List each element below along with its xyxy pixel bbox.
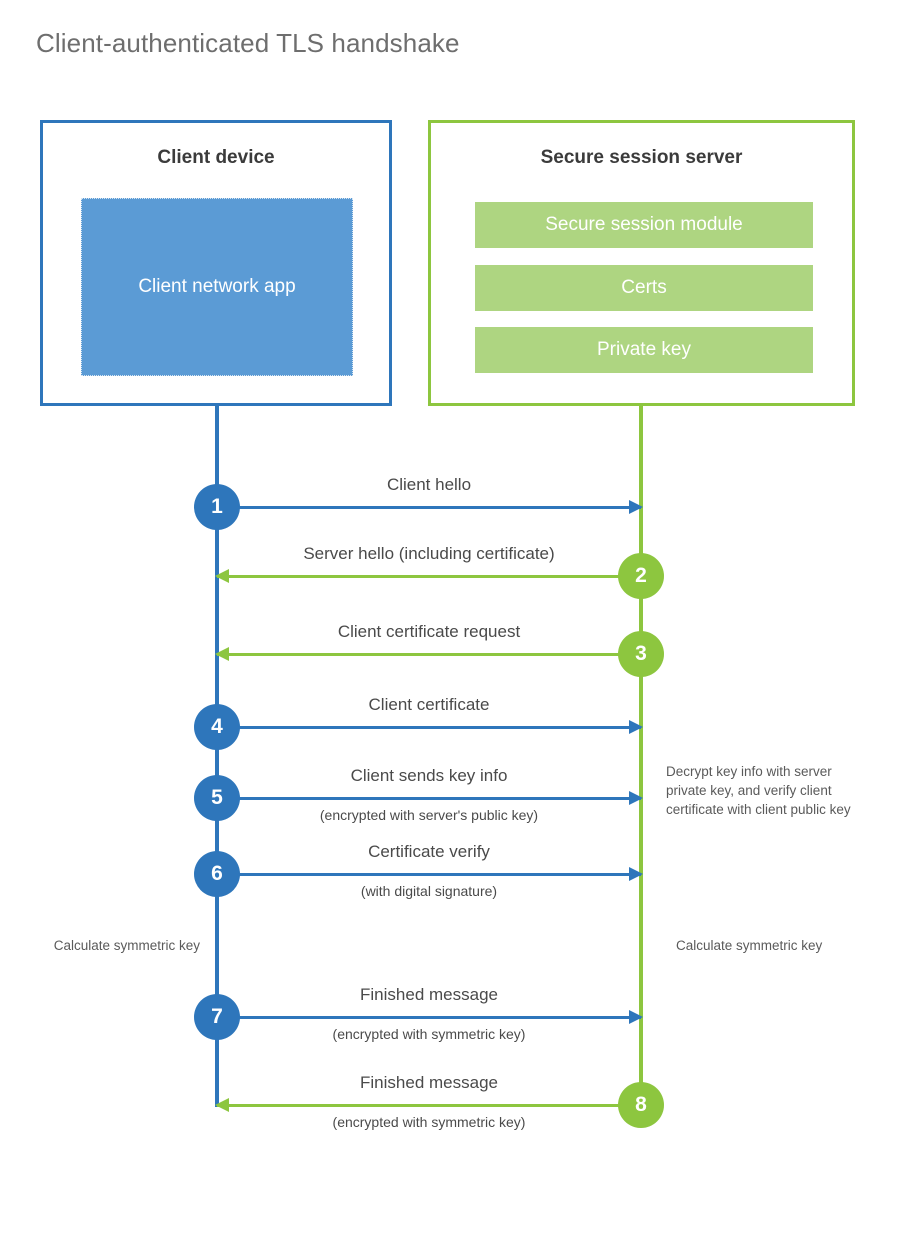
client-device-title: Client device — [157, 147, 275, 168]
arrowhead-icon-7 — [629, 1010, 643, 1024]
note-client-calculate-symmetric-key: Calculate symmetric key — [53, 938, 200, 953]
server-module-certs: Certs — [475, 265, 813, 311]
message-label-5: Client sends key info — [350, 766, 508, 785]
message-line-8 — [217, 1104, 641, 1107]
message-sublabel-8: (encrypted with symmetric key) — [332, 1114, 526, 1130]
message-label-8: Finished message — [360, 1073, 498, 1092]
arrowhead-icon-3 — [215, 647, 229, 661]
arrowhead-icon-5 — [629, 791, 643, 805]
arrowhead-icon-6 — [629, 867, 643, 881]
message-label-3: Client certificate request — [337, 622, 521, 641]
secure-session-server-box: Secure session server Secure session mod… — [428, 120, 855, 406]
secure-session-server-title: Secure session server — [540, 147, 743, 168]
server-lifeline — [639, 403, 643, 1107]
step-badge-5[interactable]: 5 — [194, 775, 240, 821]
arrowhead-icon-4 — [629, 720, 643, 734]
message-label-7: Finished message — [360, 985, 498, 1004]
step-badge-7[interactable]: 7 — [194, 994, 240, 1040]
message-line-3 — [217, 653, 641, 656]
message-label-6: Certificate verify — [368, 842, 490, 861]
client-network-app-block: Client network app — [81, 198, 353, 376]
message-label-2: Server hello (including certificate) — [303, 544, 555, 563]
client-lifeline — [215, 403, 219, 1107]
arrowhead-icon-2 — [215, 569, 229, 583]
message-label-4: Client certificate — [368, 695, 490, 714]
message-sublabel-7: (encrypted with symmetric key) — [332, 1026, 526, 1042]
message-line-2 — [217, 575, 641, 578]
message-sublabel-5: (encrypted with server's public key) — [319, 807, 539, 823]
server-module-secure-session-module: Secure session module — [475, 202, 813, 248]
message-line-1 — [217, 506, 641, 509]
step-badge-6[interactable]: 6 — [194, 851, 240, 897]
step-badge-4[interactable]: 4 — [194, 704, 240, 750]
step-badge-2[interactable]: 2 — [618, 553, 664, 599]
note-server-calculate-symmetric-key: Calculate symmetric key — [676, 938, 823, 953]
step-badge-1[interactable]: 1 — [194, 484, 240, 530]
message-line-7 — [217, 1016, 641, 1019]
step-badge-8[interactable]: 8 — [618, 1082, 664, 1128]
message-line-6 — [217, 873, 641, 876]
client-device-box: Client device Client network app — [40, 120, 392, 406]
message-line-4 — [217, 726, 641, 729]
message-line-5 — [217, 797, 641, 800]
note-server-decrypt: Decrypt key info with server private key… — [666, 764, 851, 818]
message-label-1: Client hello — [386, 475, 472, 494]
server-module-private-key: Private key — [475, 327, 813, 373]
message-sublabel-6: (with digital signature) — [360, 883, 498, 899]
page-title: Client-authenticated TLS handshake — [36, 28, 460, 58]
step-badge-3[interactable]: 3 — [618, 631, 664, 677]
arrowhead-icon-8 — [215, 1098, 229, 1112]
arrowhead-icon-1 — [629, 500, 643, 514]
